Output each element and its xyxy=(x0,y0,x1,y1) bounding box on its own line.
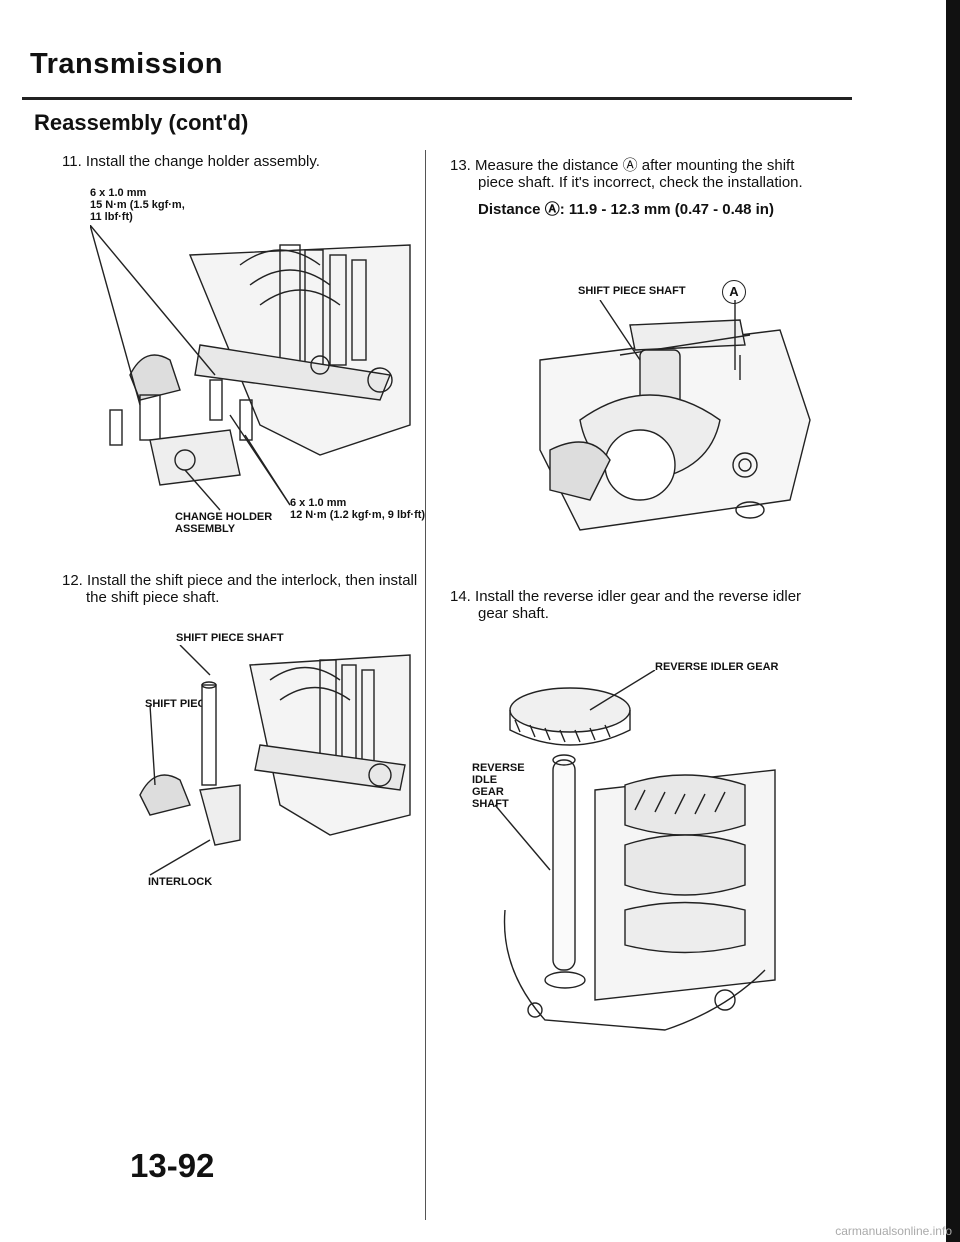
watermark: carmanualsonline.info xyxy=(835,1224,952,1238)
reverse-idler-shaft-label: REVERSE IDLE GEAR SHAFT xyxy=(472,762,525,810)
reverse-idler-gear-label: REVERSE IDLER GEAR xyxy=(655,661,779,673)
step-12: 12. Install the shift piece and the inte… xyxy=(62,572,417,606)
spec-line: 12 N·m (1.2 kgf·m, 9 lbf·ft) xyxy=(290,509,426,521)
label-line: SHAFT xyxy=(472,798,509,810)
spec-line: 6 x 1.0 mm xyxy=(90,187,147,199)
shift-piece-measure-illustration xyxy=(539,300,811,531)
step-number: 12. xyxy=(62,572,83,589)
step-13: 13. Measure the distance Ⓐ after mountin… xyxy=(450,157,803,218)
label-line: GEAR xyxy=(472,786,504,798)
column-divider xyxy=(425,150,426,1220)
spec-line: 11 lbf·ft) xyxy=(90,211,133,223)
label-line: IDLE xyxy=(472,774,498,786)
label-line: ASSEMBLY xyxy=(175,523,236,535)
page-number: 13-92 xyxy=(130,1147,215,1184)
step-number: 14. xyxy=(450,588,471,605)
step-number: 13. xyxy=(450,157,471,174)
interlock-label: INTERLOCK xyxy=(148,876,213,888)
step-number: 11. xyxy=(62,153,82,170)
step-text: Install the reverse idler gear and the r… xyxy=(475,588,802,605)
step-14: 14. Install the reverse idler gear and t… xyxy=(450,588,801,622)
step-text: Measure the distance Ⓐ after mounting th… xyxy=(475,157,795,174)
spec-line: 15 N·m (1.5 kgf·m, xyxy=(90,199,185,211)
step-text: piece shaft. If it's incorrect, check th… xyxy=(478,174,803,191)
header-rule xyxy=(22,97,852,100)
shift-piece-label: SHIFT PIECE xyxy=(145,698,213,710)
step-11: 11. Install the change holder assembly. xyxy=(62,153,320,170)
step-text: the shift piece shaft. xyxy=(86,589,220,606)
spec-line: 6 x 1.0 mm xyxy=(290,497,347,509)
section-subtitle: Reassembly (cont'd) xyxy=(34,110,249,135)
label-line: CHANGE HOLDER xyxy=(175,511,273,523)
change-holder-illustration xyxy=(90,225,411,511)
change-holder-label: CHANGE HOLDER ASSEMBLY xyxy=(175,511,272,535)
distance-spec: Distance Ⓐ: 11.9 - 12.3 mm (0.47 - 0.48 … xyxy=(478,201,774,218)
shift-piece-illustration xyxy=(139,645,411,876)
step-text: Install the change holder assembly. xyxy=(85,153,320,170)
page-title: Transmission xyxy=(30,48,223,80)
label-line: REVERSE xyxy=(472,762,525,774)
step-text: gear shaft. xyxy=(478,605,549,622)
ref-a-circle: A xyxy=(722,280,746,304)
reverse-idler-illustration xyxy=(495,670,776,1031)
shift-piece-shaft-label: SHIFT PIECE SHAFT xyxy=(578,285,686,297)
page-edge xyxy=(946,0,960,1242)
step-text: Install the shift piece and the interloc… xyxy=(87,572,418,589)
torque-spec-top: 6 x 1.0 mm 15 N·m (1.5 kgf·m, 11 lbf·ft) xyxy=(90,187,185,223)
shift-piece-shaft-label: SHIFT PIECE SHAFT xyxy=(176,632,284,644)
torque-spec-bottom: 6 x 1.0 mm 12 N·m (1.2 kgf·m, 9 lbf·ft) xyxy=(290,497,425,521)
